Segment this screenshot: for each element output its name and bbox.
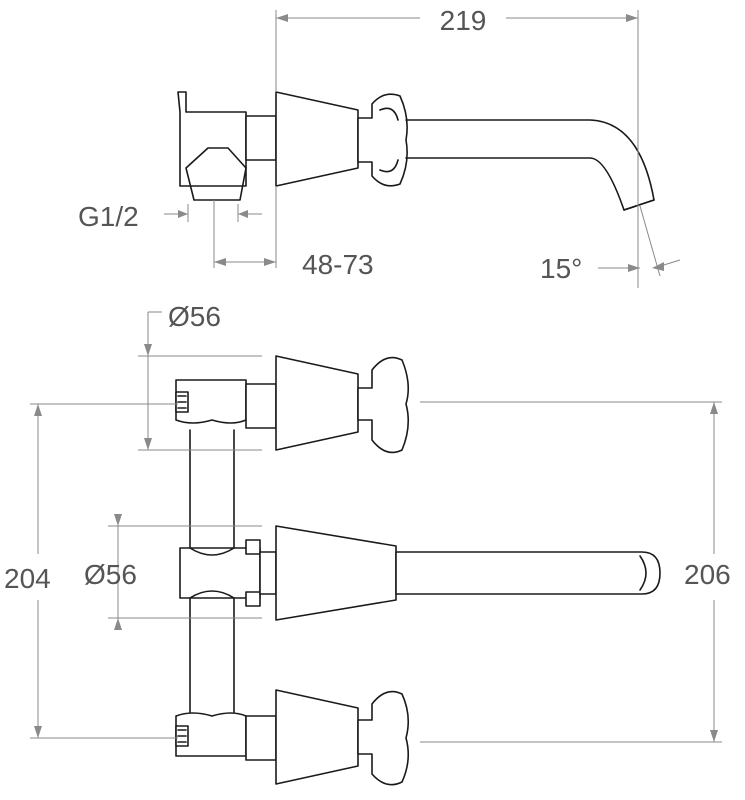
- dim-top-diameter: Ø56: [168, 301, 221, 332]
- side-spout: [405, 119, 655, 211]
- top-handle-body: [275, 355, 359, 451]
- top-cross-handle: [357, 356, 410, 454]
- side-spout-tip: [623, 199, 655, 211]
- side-handle-body: [275, 91, 359, 187]
- front-spout: [395, 551, 661, 595]
- dim-middle-diameter: Ø56: [84, 559, 137, 590]
- side-connector: [245, 115, 277, 161]
- dim-wall-range: 48-73: [302, 249, 374, 280]
- dim-top-length: 219: [440, 5, 487, 36]
- top-connector: [245, 383, 277, 429]
- dim-right-height: 206: [684, 559, 731, 590]
- upper-riser-pipe: [189, 429, 235, 549]
- side-mount-block: [177, 91, 247, 187]
- bottom-connector: [245, 715, 277, 761]
- side-cross-handle: [357, 93, 408, 187]
- bottom-cross-handle: [357, 690, 410, 786]
- middle-spout-body: [275, 525, 397, 621]
- side-mount-hex: [185, 147, 247, 201]
- side-view: 219 G1/2 48-73 15°: [78, 5, 681, 288]
- bottom-handle-body: [275, 689, 359, 785]
- dim-left-height: 204: [4, 563, 51, 594]
- dim-thread: G1/2: [78, 201, 139, 232]
- top-mount-fitting: [175, 379, 247, 424]
- dim-spout-angle: 15°: [540, 253, 582, 284]
- lower-riser-pipe: [189, 595, 235, 717]
- front-view: Ø56 Ø56 204 206: [4, 301, 731, 786]
- middle-mount-fitting: [179, 547, 261, 599]
- middle-connector: [259, 551, 277, 595]
